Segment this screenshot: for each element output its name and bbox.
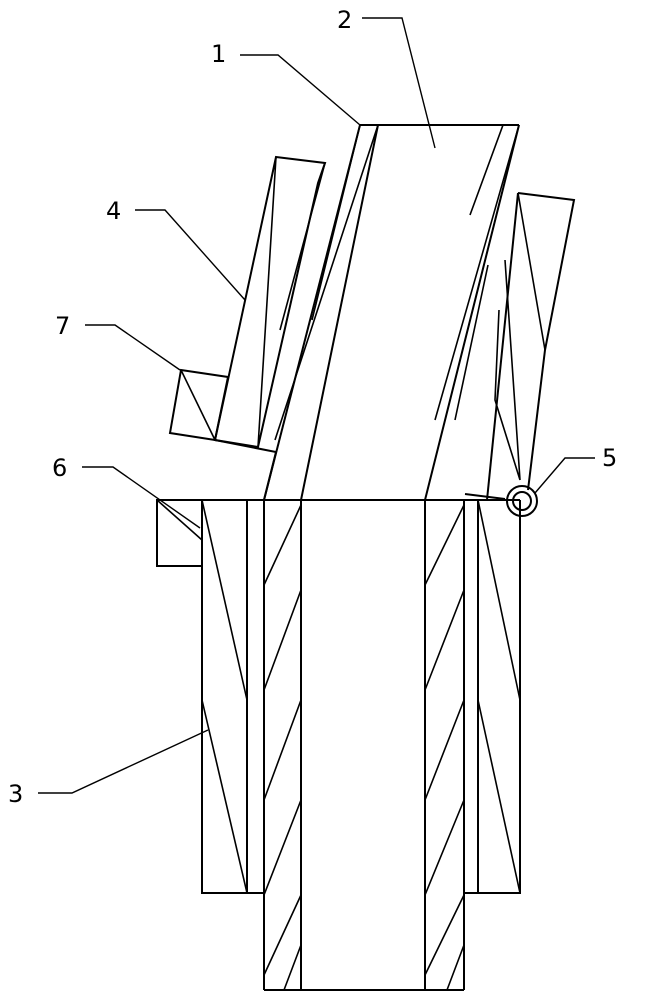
right-plate-hatch — [495, 193, 545, 480]
right-plate-inner — [487, 193, 518, 500]
part-3-outer-sleeve — [157, 500, 520, 893]
right-wall-hatch — [425, 505, 464, 990]
label-5: 5 — [602, 444, 617, 472]
label-6: 6 — [52, 454, 67, 482]
leader-7 — [85, 325, 180, 370]
sleeve-right-outer — [464, 500, 520, 893]
sleeve-left-hatch — [202, 500, 247, 893]
part-4-right-plate — [487, 193, 574, 500]
leader-2 — [362, 18, 435, 148]
part-6-block — [157, 500, 202, 566]
callout-labels: 1 2 3 4 5 6 7 — [8, 6, 617, 808]
leader-lines — [38, 18, 595, 793]
label-3: 3 — [8, 780, 23, 808]
upper-wall-left-hatch — [275, 125, 378, 440]
leader-3 — [38, 730, 208, 793]
sleeve-right-hatch — [478, 500, 520, 893]
leader-5 — [535, 458, 595, 493]
part-2-inner-tube — [301, 125, 519, 990]
left-wall-hatch — [264, 505, 301, 990]
left-plate-outline — [215, 157, 325, 447]
pivot-link — [465, 494, 505, 499]
inner-tube-lower-walls — [264, 500, 464, 990]
part-7-block — [170, 370, 228, 440]
leader-4 — [135, 210, 245, 300]
label-4: 4 — [106, 197, 121, 225]
block-7-outline — [170, 370, 228, 440]
leader-6 — [82, 467, 200, 528]
leader-1 — [240, 55, 360, 125]
block-7-hatch — [181, 370, 215, 440]
label-1: 1 — [211, 40, 226, 68]
block-6-hatch — [157, 500, 202, 540]
inner-tube-left-wall — [301, 125, 378, 990]
label-2: 2 — [337, 6, 352, 34]
left-plate-bridge — [215, 440, 276, 500]
label-7: 7 — [55, 312, 70, 340]
part-1-upper-wall — [264, 125, 519, 500]
